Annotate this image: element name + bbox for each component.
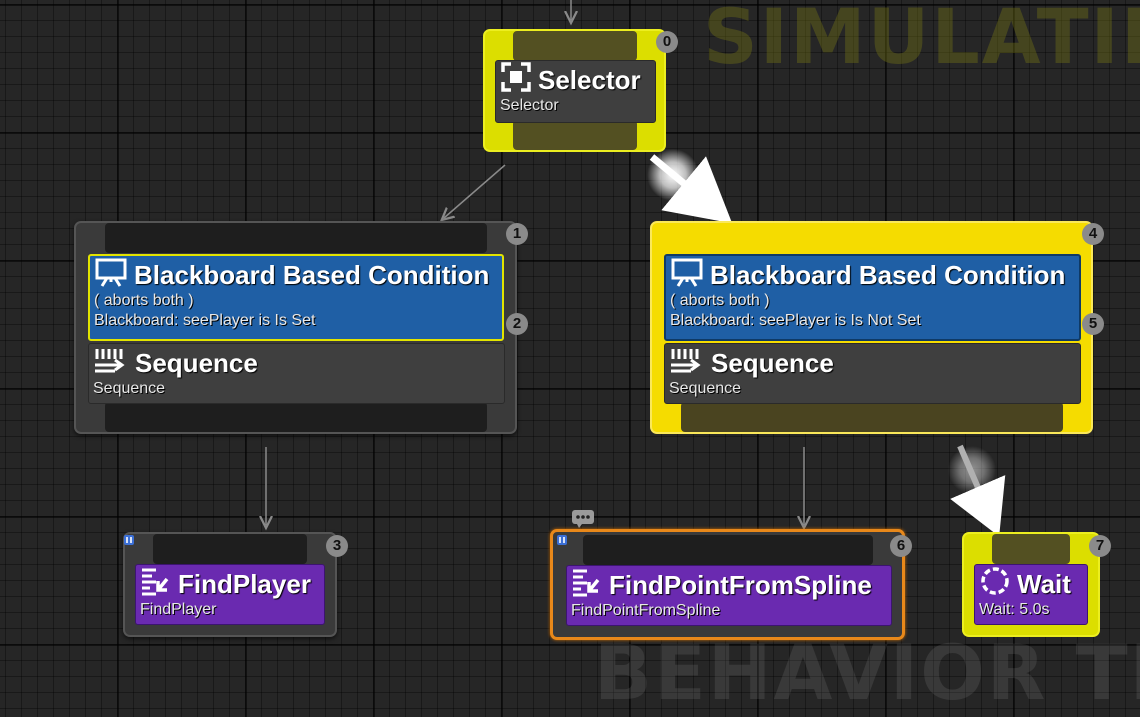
blackboard-icon (94, 256, 128, 295)
connection-wires (0, 0, 1006, 537)
right-sequence-title: Sequence (711, 347, 834, 378)
blueprint-flag-icon (123, 533, 135, 551)
selector-node[interactable]: Selector Selector (483, 29, 666, 152)
wait-subtitle: Wait: 5.0s (979, 601, 1050, 618)
findpoint-subtitle: FindPointFromSpline (571, 602, 721, 619)
sequence-icon (93, 345, 129, 382)
selector-icon (500, 61, 532, 100)
findplayer-index-badge: 3 (326, 535, 348, 557)
wait-node[interactable]: Wait Wait: 5.0s (962, 532, 1100, 637)
blackboard-icon (670, 256, 704, 295)
findplayer-title-row: FindPlayer (140, 568, 320, 600)
findpoint-title: FindPointFromSpline (609, 569, 872, 600)
left-blackboard-decorator[interactable]: Blackboard Based Condition ( aborts both… (88, 254, 504, 341)
wire-selector-to-right (649, 154, 733, 224)
task-icon (571, 567, 603, 604)
selector-subtitle: Selector (500, 97, 559, 114)
right-decorator-aborts: ( aborts both ) (670, 292, 770, 309)
left-decorator-title-row: Blackboard Based Condition (94, 258, 498, 291)
findpoint-index-badge: 6 (890, 535, 912, 557)
right-decorator-index-badge: 5 (1082, 313, 1104, 335)
findpoint-node[interactable]: FindPointFromSpline FindPointFromSpline (550, 529, 905, 640)
left-sequence-panel[interactable]: Sequence Sequence (88, 343, 505, 404)
selector-title-row: Selector (500, 61, 651, 96)
wire-right-to-wait (950, 444, 1006, 537)
findplayer-subtitle: FindPlayer (140, 601, 217, 618)
left-sequence-subtitle: Sequence (93, 380, 166, 397)
wire-selector-to-left (444, 164, 506, 218)
right-sequence-node[interactable]: Blackboard Based Condition ( aborts both… (650, 221, 1093, 434)
left-decorator-title: Blackboard Based Condition (134, 259, 490, 290)
findplayer-input-pin[interactable] (153, 534, 307, 564)
right-sequence-subtitle: Sequence (669, 380, 742, 397)
right-decorator-condition: Blackboard: seePlayer is Is Not Set (670, 312, 921, 329)
selector-title: Selector (538, 64, 641, 95)
right-node-index-badge: 4 (1082, 223, 1104, 245)
findpoint-task-panel[interactable]: FindPointFromSpline FindPointFromSpline (566, 565, 892, 626)
findpoint-title-row: FindPointFromSpline (571, 569, 887, 601)
right-sequence-panel[interactable]: Sequence Sequence (664, 343, 1081, 404)
left-sequence-title-row: Sequence (93, 347, 500, 379)
findplayer-node[interactable]: FindPlayer FindPlayer (123, 532, 337, 637)
left-sequence-output-pin[interactable] (104, 402, 487, 432)
wait-title: Wait (1017, 568, 1071, 599)
right-sequence-input-pin[interactable] (681, 223, 1063, 253)
left-node-index-badge: 1 (506, 223, 528, 245)
sequence-icon (669, 345, 705, 382)
findplayer-title: FindPlayer (178, 568, 311, 599)
left-sequence-input-pin[interactable] (104, 223, 487, 253)
left-decorator-index-badge: 2 (506, 313, 528, 335)
findplayer-task-panel[interactable]: FindPlayer FindPlayer (135, 564, 325, 625)
selector-output-pin[interactable] (512, 120, 637, 150)
selector-panel[interactable]: Selector Selector (495, 60, 656, 123)
right-blackboard-decorator[interactable]: Blackboard Based Condition ( aborts both… (664, 254, 1081, 341)
left-decorator-condition: Blackboard: seePlayer is Is Set (94, 312, 316, 329)
left-sequence-title: Sequence (135, 347, 258, 378)
right-sequence-title-row: Sequence (669, 347, 1076, 379)
wait-input-pin[interactable] (992, 534, 1070, 564)
selector-index-badge: 0 (656, 31, 678, 53)
wait-task-panel[interactable]: Wait Wait: 5.0s (974, 564, 1088, 625)
right-decorator-title-row: Blackboard Based Condition (670, 258, 1075, 291)
left-sequence-node[interactable]: Blackboard Based Condition ( aborts both… (74, 221, 517, 434)
selector-input-pin[interactable] (512, 31, 637, 61)
comment-bubble-icon[interactable] (571, 509, 595, 534)
left-decorator-aborts: ( aborts both ) (94, 292, 194, 309)
task-icon (140, 566, 172, 603)
findpoint-input-pin[interactable] (582, 535, 873, 565)
blueprint-flag-icon (556, 533, 568, 551)
wait-index-badge: 7 (1089, 535, 1111, 557)
wait-icon (979, 565, 1011, 604)
right-sequence-output-pin[interactable] (680, 402, 1063, 432)
wait-title-row: Wait (979, 566, 1083, 600)
right-decorator-title: Blackboard Based Condition (710, 259, 1066, 290)
